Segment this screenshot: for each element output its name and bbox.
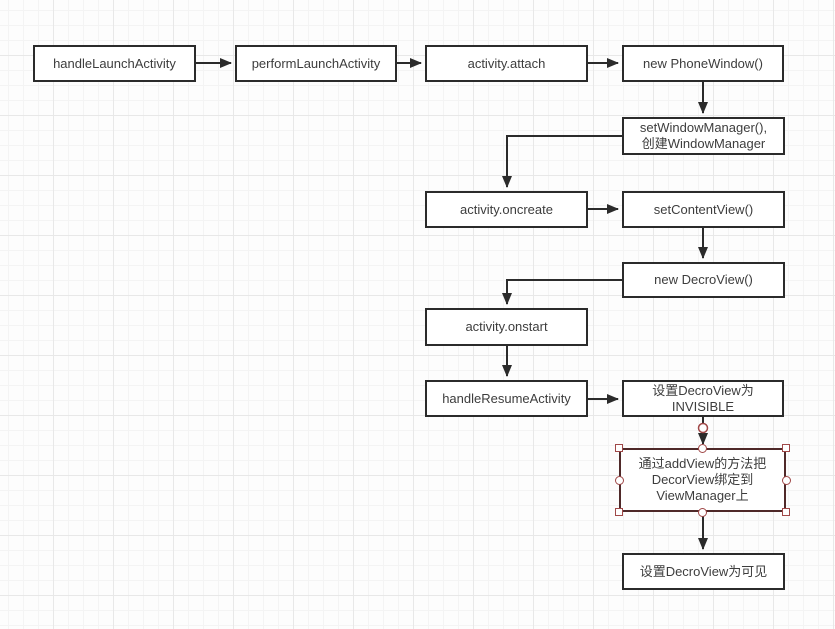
node-label-line: setWindowManager(),	[639, 120, 768, 135]
flow-node-set-content-view[interactable]: setContentView()	[622, 191, 785, 228]
node-label-line: 设置DecroView为可见	[639, 563, 768, 579]
connection-handle-bottom[interactable]	[698, 507, 707, 517]
flow-node-set-decroview-visible[interactable]: 设置DecroView为可见	[622, 553, 785, 590]
connection-handle-left[interactable]	[614, 475, 624, 485]
node-label-line: setContentView()	[653, 201, 754, 217]
flow-node-new-decro-view[interactable]: new DecroView()	[622, 262, 785, 298]
flow-node-set-window-manager[interactable]: setWindowManager(),创建WindowManager	[622, 117, 785, 155]
edge-decro-to-onstart[interactable]	[502, 279, 622, 305]
flow-node-handle-launch-activity[interactable]: handleLaunchActivity	[33, 45, 196, 82]
flow-node-activity-onstart[interactable]: activity.onstart	[425, 308, 588, 346]
resize-handle-bottom-right[interactable]	[782, 508, 790, 516]
flow-node-new-phone-window[interactable]: new PhoneWindow()	[622, 45, 784, 82]
node-label-line: new DecroView()	[654, 272, 753, 287]
node-label-line: ViewManager上	[656, 488, 749, 503]
node-label-line: INVISIBLE	[671, 398, 735, 414]
node-label-line: performLaunchActivity	[251, 55, 381, 71]
resize-handle-top-right[interactable]	[782, 444, 790, 452]
node-label-line: new PhoneWindow()	[643, 55, 763, 71]
node-label-line: 设置DecroView为	[652, 382, 754, 398]
node-label-line: DecorView绑定到	[651, 472, 754, 487]
node-label-line: handleLaunchActivity	[53, 55, 176, 71]
flow-node-activity-oncreate[interactable]: activity.oncreate	[425, 191, 588, 228]
flow-node-activity-attach[interactable]: activity.attach	[425, 45, 588, 82]
node-label-line: 创建WindowManager	[641, 136, 766, 151]
node-label-line: handleResumeActivity	[442, 390, 571, 406]
flow-node-perform-launch-activity[interactable]: performLaunchActivity	[235, 45, 397, 82]
resize-handle-bottom-left[interactable]	[615, 508, 623, 516]
resize-handle-top-left[interactable]	[615, 444, 623, 452]
node-label-line: 通过addView的方法把	[638, 456, 767, 471]
node-label-line: activity.onstart	[465, 319, 548, 334]
node-label-line: activity.oncreate	[460, 201, 553, 217]
edge-setwm-to-oncreate[interactable]	[502, 135, 622, 188]
connection-handle-top[interactable]	[698, 443, 707, 453]
flow-node-handle-resume-activity[interactable]: handleResumeActivity	[425, 380, 588, 417]
node-label-line: activity.attach	[467, 55, 546, 71]
connection-handle-right[interactable]	[781, 475, 791, 485]
